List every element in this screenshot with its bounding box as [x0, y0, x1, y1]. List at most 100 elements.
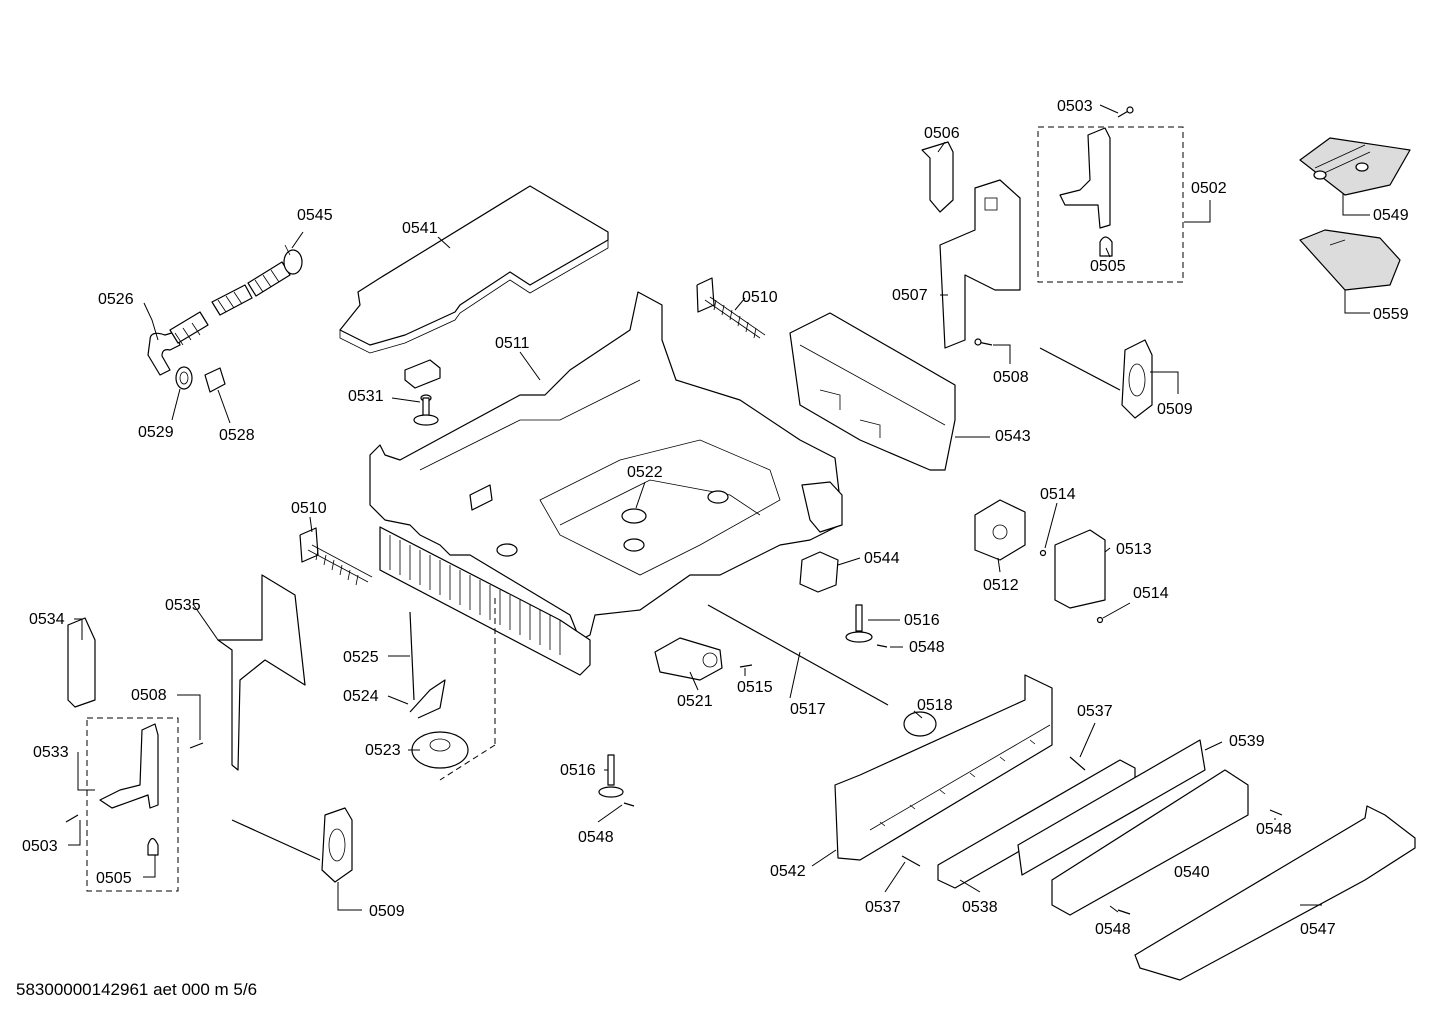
part-0503-screw-top	[1117, 106, 1134, 118]
label-0522: 0522	[627, 464, 663, 481]
label-0505-left: 0505	[96, 870, 132, 887]
part-0523-filter	[411, 731, 469, 769]
label-0518: 0518	[917, 697, 953, 714]
label-0503-left: 0503	[22, 838, 58, 855]
part-0537-pin-b	[901, 855, 921, 867]
label-0533: 0533	[33, 744, 69, 761]
part-0517-rod	[707, 604, 889, 706]
part-0537-pin-a	[1069, 756, 1086, 771]
leader-lines	[68, 104, 1370, 913]
label-0528: 0528	[219, 427, 255, 444]
label-0523: 0523	[365, 742, 401, 759]
part-0525-rod	[409, 611, 415, 701]
part-0542-plinth	[834, 674, 1053, 861]
part-0502-group	[1037, 126, 1184, 283]
part-0531-foot	[404, 359, 441, 426]
label-0545: 0545	[297, 207, 333, 224]
label-0559: 0559	[1373, 306, 1409, 323]
label-0547: 0547	[1300, 921, 1336, 938]
label-0517: 0517	[790, 701, 826, 718]
part-0545-clip	[283, 244, 303, 275]
part-0528-bracket	[204, 367, 226, 393]
label-0509-top: 0509	[1157, 401, 1193, 418]
part-0548-screw-d	[1117, 909, 1131, 915]
label-0549: 0549	[1373, 207, 1409, 224]
label-0513: 0513	[1116, 541, 1152, 558]
part-0539-strip	[1017, 739, 1206, 876]
part-0513-cover	[1054, 529, 1106, 609]
label-0516-b: 0516	[560, 762, 596, 779]
part-0548-screw-a	[876, 644, 888, 648]
label-0525: 0525	[343, 649, 379, 666]
label-0535: 0535	[165, 597, 201, 614]
part-0529-clamp	[175, 366, 193, 390]
label-0537-bottom: 0537	[865, 899, 901, 916]
part-0508-screw-b	[189, 742, 204, 749]
part-0559-bag	[1299, 229, 1401, 291]
part-0511-base	[369, 291, 843, 781]
part-0521-pump	[654, 637, 723, 681]
label-0514-a: 0514	[1040, 486, 1076, 503]
part-0514-screw-a	[1039, 549, 1047, 557]
label-0503-top: 0503	[1057, 98, 1093, 115]
label-0514-b: 0514	[1133, 585, 1169, 602]
label-0534: 0534	[29, 611, 65, 628]
label-0538: 0538	[962, 899, 998, 916]
part-0509-sensor-bottom	[231, 807, 353, 883]
label-0521: 0521	[677, 693, 713, 710]
part-0549-bag	[1299, 137, 1411, 196]
label-0524: 0524	[343, 688, 379, 705]
part-0548-screw-b	[623, 802, 635, 807]
label-0548-a: 0548	[909, 639, 945, 656]
part-labels: 0503 0502 0506 0505 0507 0508 0509 0543 …	[22, 98, 1409, 938]
label-0544: 0544	[864, 550, 900, 567]
part-0540-kickboard	[1051, 769, 1249, 916]
part-0533-group	[86, 717, 179, 892]
label-0539: 0539	[1229, 733, 1265, 750]
part-0510-spring-top	[696, 277, 766, 339]
label-0537-top: 0537	[1077, 703, 1113, 720]
part-0514-screw-b	[1096, 616, 1104, 624]
part-0508-screw-top	[974, 338, 993, 346]
part-0524-linkage	[409, 679, 446, 719]
part-0507-bracket	[939, 179, 1021, 349]
label-0510-top: 0510	[742, 289, 778, 306]
part-0516-foot-a	[845, 604, 873, 643]
part-0515-screw	[739, 664, 753, 668]
part-0548-screw-c	[1269, 809, 1283, 816]
part-0526-hose	[147, 261, 291, 376]
label-0548-b: 0548	[578, 829, 614, 846]
label-0531: 0531	[348, 388, 384, 405]
label-0502: 0502	[1191, 180, 1227, 197]
part-0534-clip	[67, 617, 96, 708]
label-0540: 0540	[1174, 864, 1210, 881]
label-0515: 0515	[737, 679, 773, 696]
label-0543: 0543	[995, 428, 1031, 445]
label-0508-left: 0508	[131, 687, 167, 704]
part-0510-spring-left	[299, 527, 373, 586]
part-0544-valve	[799, 551, 839, 593]
label-0529: 0529	[138, 424, 174, 441]
part-0516-foot-b	[598, 754, 624, 798]
document-code: 58300000142961 aet 000 m 5/6	[16, 980, 258, 999]
label-0541: 0541	[402, 220, 438, 237]
part-0503-screw-b	[65, 814, 79, 823]
part-0512-housing	[974, 499, 1026, 561]
part-0535-bracket	[217, 574, 306, 771]
label-0506: 0506	[924, 125, 960, 142]
part-0547-plate	[1134, 805, 1416, 981]
label-0507: 0507	[892, 287, 928, 304]
part-0509-sensor-top	[1039, 339, 1153, 419]
label-0548-d: 0548	[1095, 921, 1131, 938]
label-0511: 0511	[495, 335, 530, 352]
label-0512: 0512	[983, 577, 1019, 594]
label-0505-top: 0505	[1090, 258, 1126, 275]
label-0508-top: 0508	[993, 369, 1029, 386]
label-0526: 0526	[98, 291, 134, 308]
label-0516-a: 0516	[904, 612, 940, 629]
label-0548-c: 0548	[1256, 821, 1292, 838]
part-0543-control-unit	[789, 312, 956, 471]
label-0542: 0542	[770, 863, 806, 880]
label-0509-bottom: 0509	[369, 903, 405, 920]
